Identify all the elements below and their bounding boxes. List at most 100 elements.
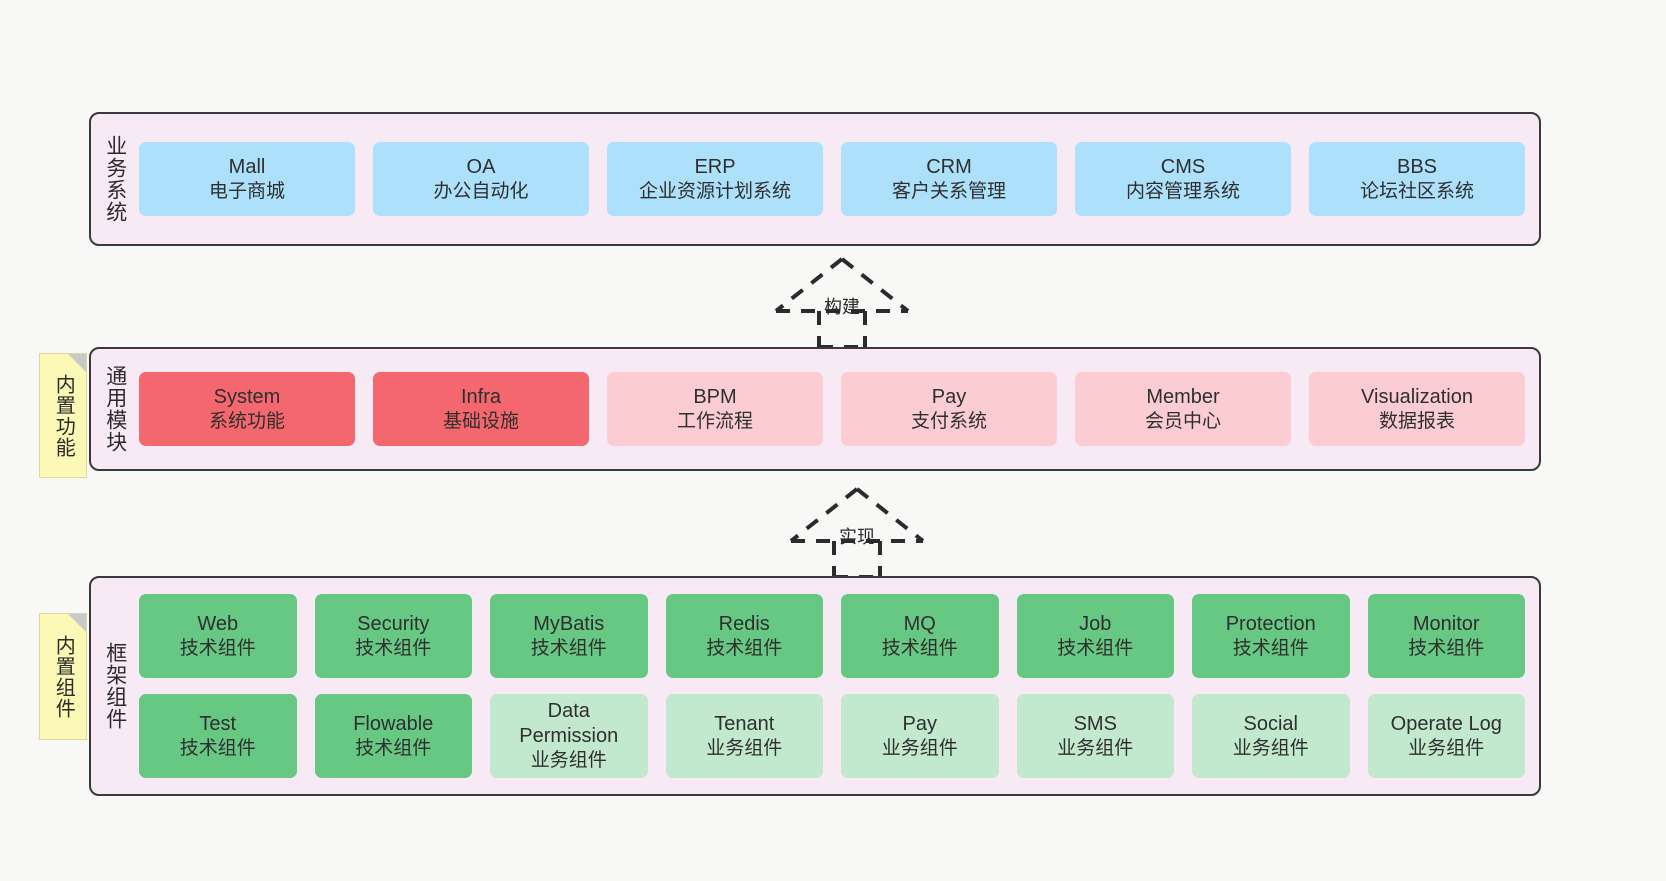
cell-title-en: Member bbox=[1146, 385, 1220, 408]
cell-title-cn: 客户关系管理 bbox=[891, 180, 1006, 202]
cell-title-en: Social bbox=[1243, 712, 1298, 735]
cell-title-cn: 业务组件 bbox=[1057, 737, 1134, 759]
cell-title-en: Flowable bbox=[353, 712, 434, 735]
cell-title-cn: 业务组件 bbox=[530, 750, 607, 772]
cell-title-en: MQ bbox=[903, 612, 936, 635]
cell-title-en: Security bbox=[357, 612, 430, 635]
cell-title-en: MyBatis bbox=[533, 612, 605, 635]
cell-title-en: Protection bbox=[1225, 612, 1316, 635]
band-label-business: 业务系统 bbox=[103, 135, 127, 223]
sticky-note-builtin-features: 内置功能 bbox=[39, 353, 87, 478]
cell-title-cn: 技术组件 bbox=[179, 737, 256, 759]
cell-title-cn: 技术组件 bbox=[355, 637, 432, 659]
cell-title-en: Redis bbox=[718, 612, 770, 635]
cell-title-cn: 业务组件 bbox=[1408, 737, 1485, 759]
cell-title-en: Infra bbox=[460, 385, 502, 408]
cell-title-en: OA bbox=[466, 155, 496, 178]
band-label-common: 通用模块 bbox=[103, 365, 127, 453]
connector-realize-label: 实现 bbox=[839, 527, 875, 547]
cell-title-en: Test bbox=[199, 712, 237, 735]
cell-title-cn: 业务组件 bbox=[881, 737, 958, 759]
cell-title-en: SMS bbox=[1073, 712, 1117, 735]
cell-title-en: ERP bbox=[694, 155, 736, 178]
cell-title-en: System bbox=[213, 385, 281, 408]
cell-title-cn: 基础设施 bbox=[442, 410, 519, 432]
band-label-framework: 框架组件 bbox=[103, 642, 127, 730]
cell-title-en: Web bbox=[197, 612, 239, 635]
cell-title-cn: 技术组件 bbox=[1057, 637, 1134, 659]
cell-title-cn: 技术组件 bbox=[881, 637, 958, 659]
cell-title-cn: 业务组件 bbox=[1232, 737, 1309, 759]
connector-build-arrow: 构建 bbox=[757, 253, 927, 349]
cell-title-cn: 支付系统 bbox=[910, 410, 987, 432]
cell-title-en: Mall bbox=[228, 155, 266, 178]
sticky-note-builtin-components: 内置组件 bbox=[39, 613, 87, 740]
cell-title-en: Operate Log bbox=[1390, 712, 1502, 735]
cell-title-en: Job bbox=[1079, 612, 1112, 635]
cell-title-en: Tenant bbox=[714, 712, 775, 735]
cell-title-en: Monitor bbox=[1412, 612, 1480, 635]
cell-title-cn: 系统功能 bbox=[208, 410, 285, 432]
cell-title-en: Data Permission bbox=[519, 700, 619, 748]
cell-title-en: BBS bbox=[1396, 155, 1438, 178]
cell-title-cn: 内容管理系统 bbox=[1125, 180, 1240, 202]
cell-title-cn: 电子商城 bbox=[208, 180, 285, 202]
connector-build-label: 构建 bbox=[824, 297, 860, 317]
cell-title-cn: 数据报表 bbox=[1378, 410, 1455, 432]
cell-title-cn: 技术组件 bbox=[1408, 637, 1485, 659]
cell-title-en: Pay bbox=[902, 712, 937, 735]
cell-title-cn: 技术组件 bbox=[1232, 637, 1309, 659]
cell-title-en: CMS bbox=[1160, 155, 1206, 178]
cell-title-cn: 办公自动化 bbox=[433, 180, 529, 202]
cell-title-cn: 会员中心 bbox=[1144, 410, 1221, 432]
cell-title-cn: 技术组件 bbox=[179, 637, 256, 659]
cell-title-cn: 技术组件 bbox=[706, 637, 783, 659]
cell-title-cn: 论坛社区系统 bbox=[1359, 180, 1474, 202]
cell-title-en: Visualization bbox=[1361, 385, 1473, 408]
cell-title-cn: 工作流程 bbox=[676, 410, 753, 432]
cell-title-cn: 业务组件 bbox=[706, 737, 783, 759]
cell-title-cn: 技术组件 bbox=[530, 637, 607, 659]
cell-title-en: CRM bbox=[926, 155, 972, 178]
cell-title-cn: 企业资源计划系统 bbox=[638, 180, 791, 202]
